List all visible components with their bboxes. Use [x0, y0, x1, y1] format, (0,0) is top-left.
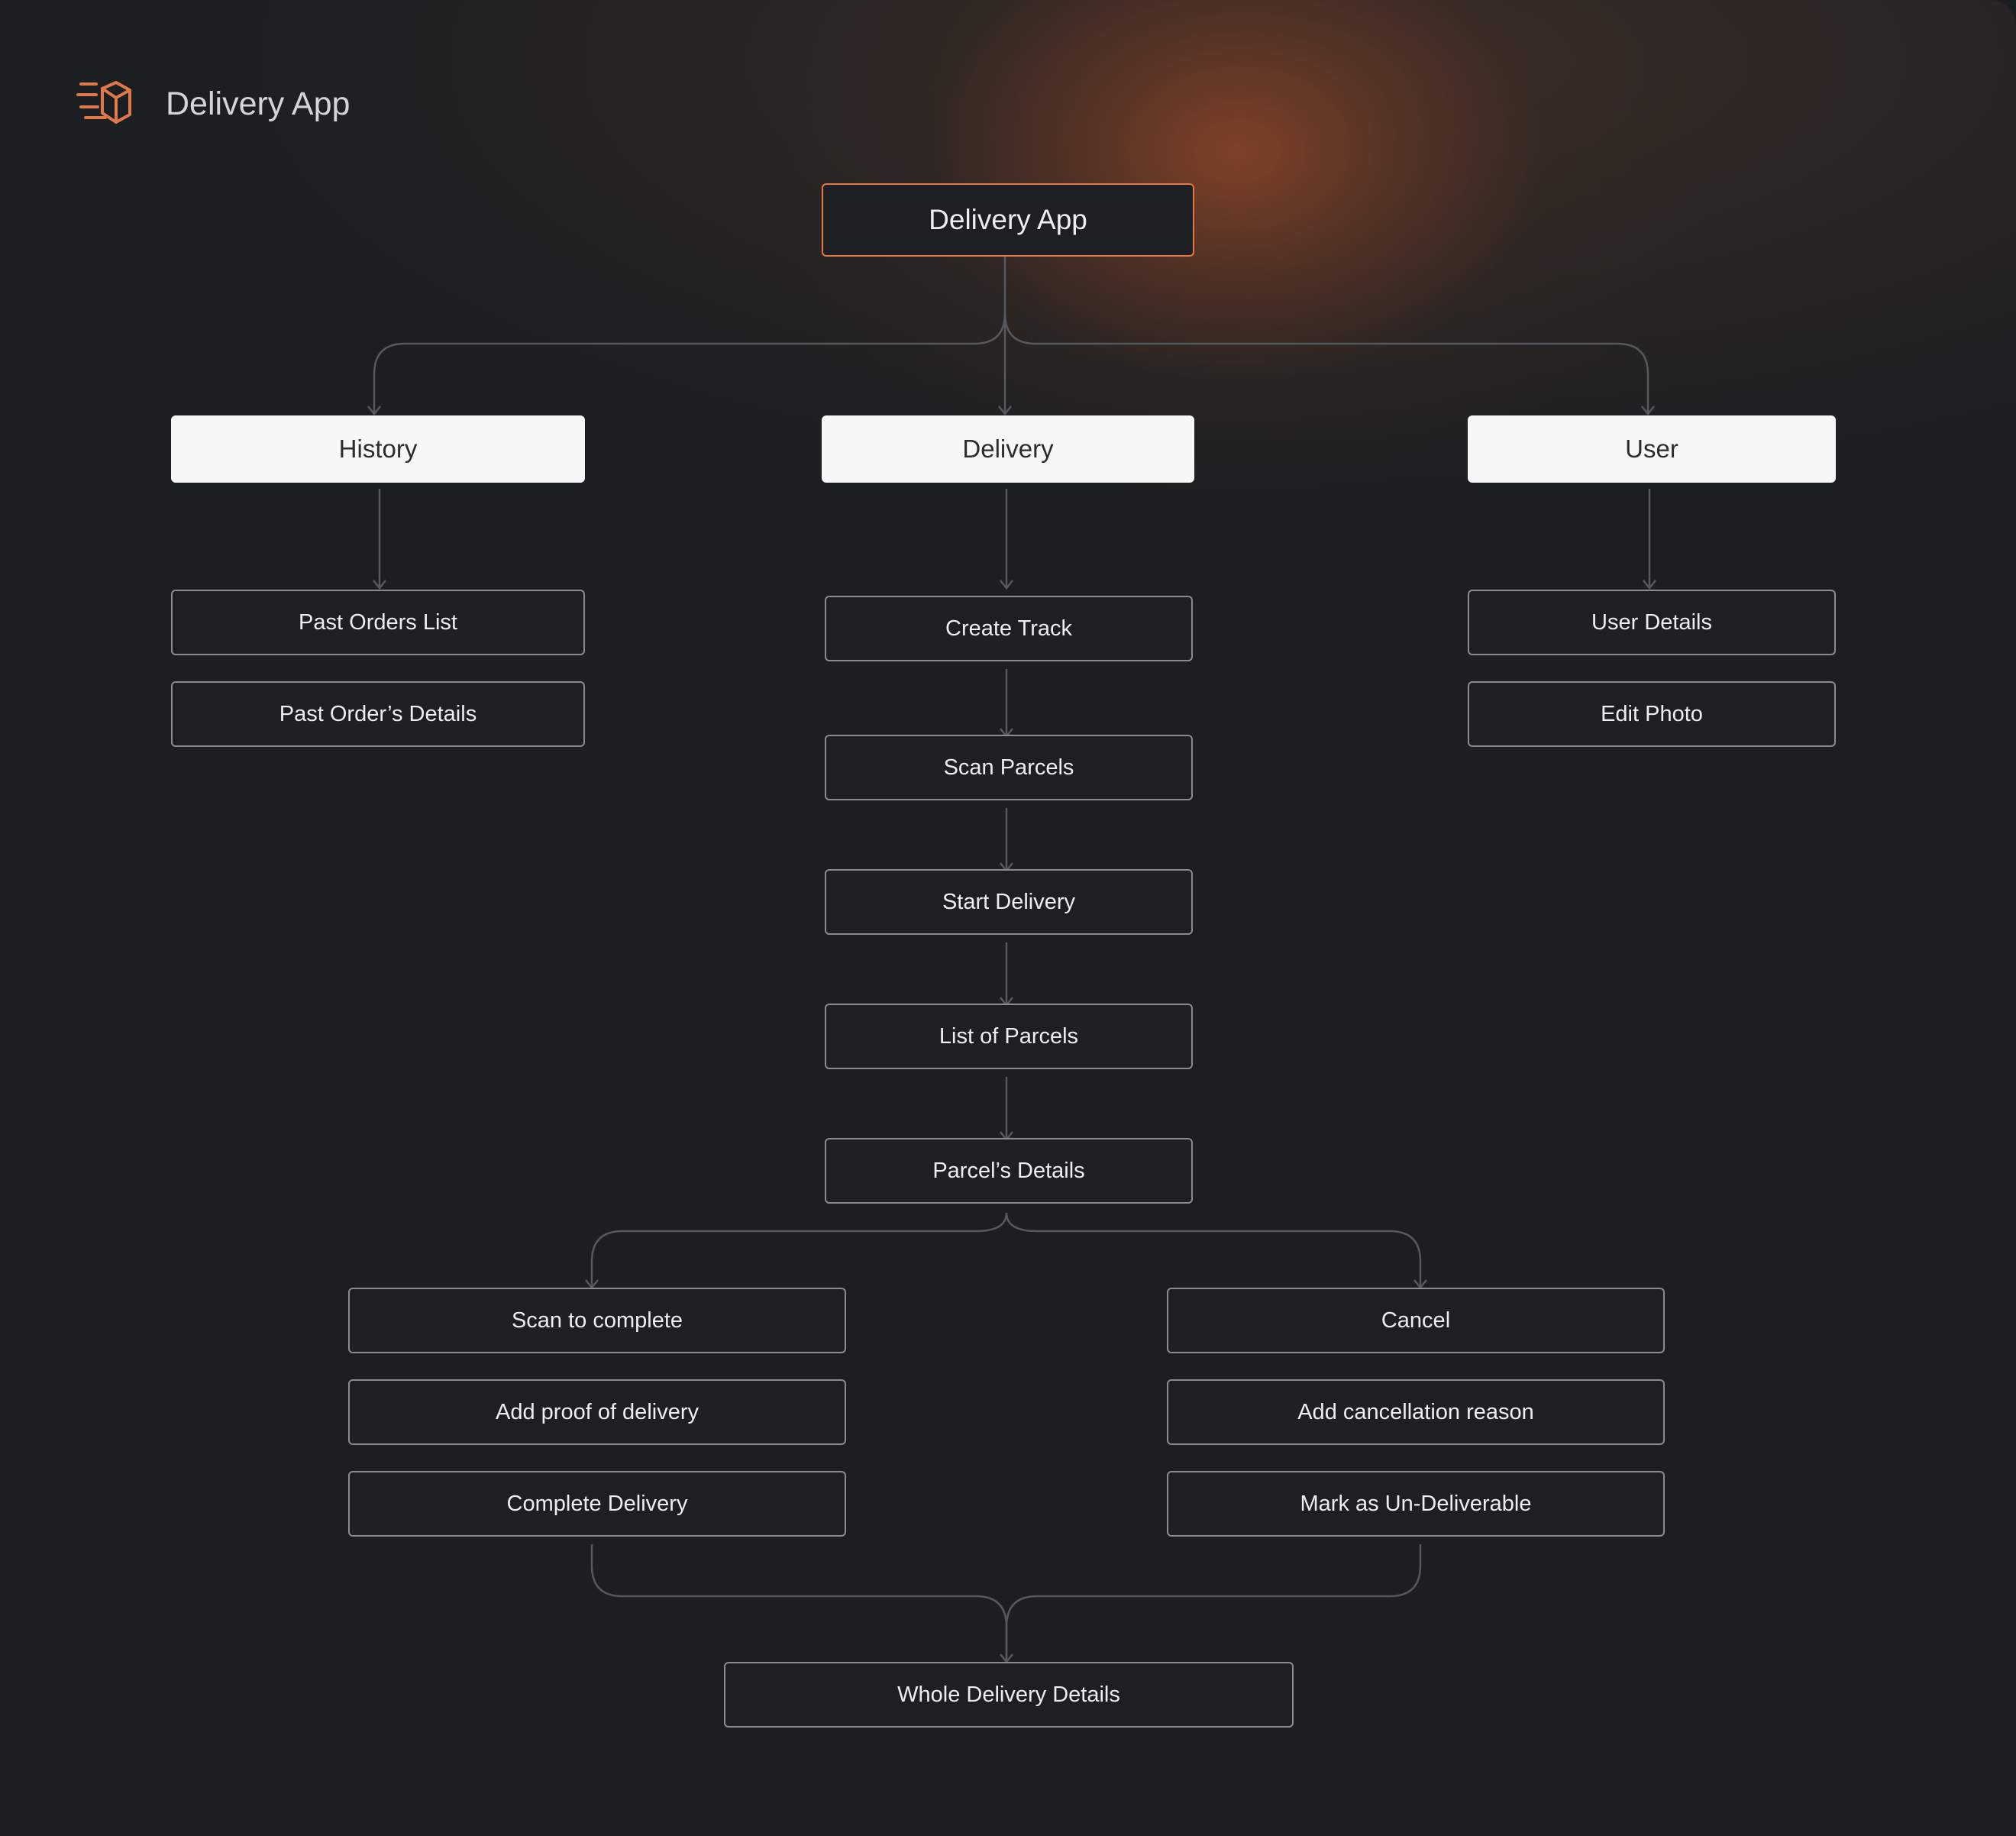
node-add-proof-of-delivery: Add proof of delivery [348, 1379, 846, 1445]
connector-details-to-cancel [1005, 1212, 1422, 1286]
node-mark-undeliverable: Mark as Un-Deliverable [1167, 1471, 1665, 1537]
section-delivery: Delivery [822, 415, 1194, 483]
node-user-details: User Details [1468, 590, 1836, 655]
section-user: User [1468, 415, 1836, 483]
arrow-history [367, 406, 381, 416]
node-scan-to-complete: Scan to complete [348, 1288, 846, 1353]
delivery-box-icon [76, 81, 131, 124]
node-add-cancellation-reason: Add cancellation reason [1167, 1379, 1665, 1445]
header: Delivery App [76, 76, 350, 131]
node-cancel: Cancel [1167, 1288, 1665, 1353]
node-past-orders-list: Past Orders List [171, 590, 585, 655]
connector-complete-to-final [590, 1544, 1008, 1661]
node-parcels-details: Parcel’s Details [825, 1138, 1193, 1204]
node-complete-delivery: Complete Delivery [348, 1471, 846, 1537]
connector-details-to-complete [590, 1212, 1008, 1286]
app-title: Delivery App [166, 86, 351, 122]
root-node: Delivery App [822, 183, 1194, 257]
section-history: History [171, 415, 585, 483]
node-whole-delivery-details: Whole Delivery Details [724, 1662, 1294, 1728]
connector-root-to-user [1003, 312, 1649, 412]
arrow-user [1641, 406, 1655, 416]
node-scan-parcels: Scan Parcels [825, 735, 1193, 800]
arrow-delivery [998, 406, 1012, 416]
connector-root-to-history [373, 312, 1006, 412]
node-start-delivery: Start Delivery [825, 869, 1193, 935]
node-create-track: Create Track [825, 596, 1193, 661]
connector-cancel-to-final [1005, 1544, 1422, 1661]
node-list-of-parcels: List of Parcels [825, 1004, 1193, 1069]
node-edit-photo: Edit Photo [1468, 681, 1836, 747]
node-past-order-details: Past Order’s Details [171, 681, 585, 747]
